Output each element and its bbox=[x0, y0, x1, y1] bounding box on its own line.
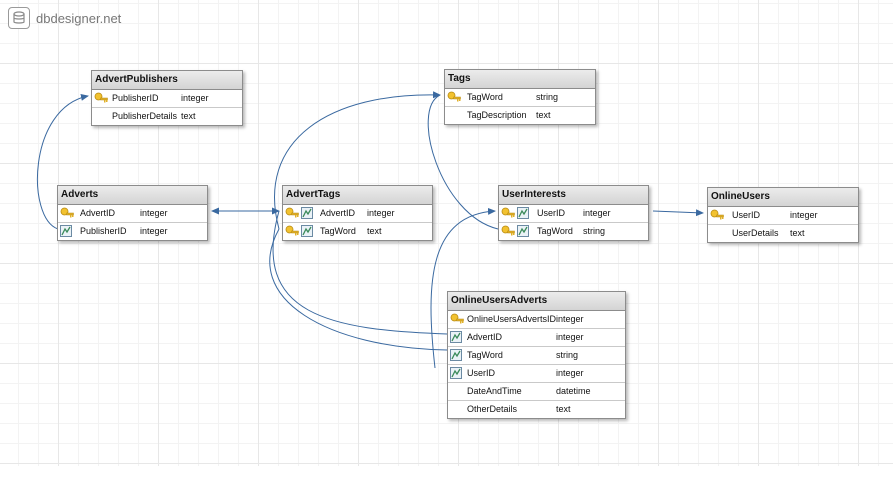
primary-key-icon bbox=[450, 313, 466, 326]
field-type: integer bbox=[367, 208, 395, 218]
field-row[interactable]: UserID integer bbox=[499, 205, 648, 223]
field-name: TagDescription bbox=[467, 110, 527, 120]
app-logo[interactable]: dbdesigner.net bbox=[8, 7, 121, 29]
field-type: string bbox=[583, 226, 606, 236]
table-onlineusers[interactable]: OnlineUsers UserID integer UserDetails t… bbox=[707, 187, 859, 243]
field-type: text bbox=[367, 226, 382, 236]
link-oua-userid bbox=[430, 207, 496, 369]
field-name: TagWord bbox=[537, 226, 573, 236]
database-icon bbox=[8, 7, 30, 29]
table-title: AdvertPublishers bbox=[92, 71, 242, 90]
primary-key-icon bbox=[501, 225, 517, 238]
field-row[interactable]: OtherDetails text bbox=[448, 401, 625, 418]
link-adverts-publisher bbox=[36, 93, 89, 230]
foreign-key-icon bbox=[60, 225, 74, 238]
table-title: OnlineUsersAdverts bbox=[448, 292, 625, 311]
field-name: TagWord bbox=[467, 350, 503, 360]
field-row[interactable]: PublisherID integer bbox=[92, 90, 242, 108]
field-row[interactable]: UserDetails text bbox=[708, 225, 858, 242]
field-row[interactable]: AdvertID integer bbox=[58, 205, 207, 223]
field-type: datetime bbox=[556, 386, 591, 396]
field-row[interactable]: AdvertID integer bbox=[283, 205, 432, 223]
table-title: AdvertTags bbox=[283, 186, 432, 205]
table-tags[interactable]: Tags TagWord string TagDescription text bbox=[444, 69, 596, 125]
field-type: integer bbox=[556, 314, 584, 324]
link-oua-tagword bbox=[269, 228, 448, 351]
foreign-key-icon bbox=[301, 225, 315, 238]
foreign-key-icon bbox=[517, 207, 531, 220]
link-userinterests-onlineusers bbox=[652, 209, 704, 217]
table-adverttags[interactable]: AdvertTags AdvertID integer TagWord text bbox=[282, 185, 433, 241]
primary-key-icon bbox=[285, 207, 301, 220]
field-row[interactable]: UserID integer bbox=[448, 365, 625, 383]
field-type: integer bbox=[181, 93, 209, 103]
table-adverts[interactable]: Adverts AdvertID integer PublisherID int… bbox=[57, 185, 208, 241]
field-name: UserID bbox=[732, 210, 761, 220]
field-name: TagWord bbox=[467, 92, 503, 102]
field-type: integer bbox=[583, 208, 611, 218]
primary-key-icon bbox=[501, 207, 517, 220]
field-row[interactable]: TagDescription text bbox=[445, 107, 595, 124]
field-type: text bbox=[556, 404, 571, 414]
foreign-key-icon bbox=[450, 349, 464, 362]
field-name: UserDetails bbox=[732, 228, 779, 238]
field-row[interactable]: PublisherDetails text bbox=[92, 108, 242, 125]
field-name: UserID bbox=[537, 208, 566, 218]
field-name: PublisherID bbox=[112, 93, 159, 103]
primary-key-icon bbox=[285, 225, 301, 238]
field-row[interactable]: TagWord text bbox=[283, 223, 432, 240]
field-type: string bbox=[556, 350, 579, 360]
field-name: OtherDetails bbox=[467, 404, 518, 414]
field-row[interactable]: PublisherID integer bbox=[58, 223, 207, 240]
foreign-key-icon bbox=[450, 331, 464, 344]
table-title: UserInterests bbox=[499, 186, 648, 205]
relationship-lines bbox=[36, 91, 704, 369]
field-name: OnlineUsersAdvertsID bbox=[467, 314, 556, 324]
field-type: text bbox=[181, 111, 196, 121]
field-name: UserID bbox=[467, 368, 496, 378]
table-userinterests[interactable]: UserInterests UserID integer TagWord str… bbox=[498, 185, 649, 241]
field-row[interactable]: UserID integer bbox=[708, 207, 858, 225]
app-name: dbdesigner.net bbox=[36, 10, 122, 26]
link-oua-advertid bbox=[272, 210, 448, 335]
field-name: AdvertID bbox=[467, 332, 503, 342]
field-type: integer bbox=[790, 210, 818, 220]
table-onlineusersadverts[interactable]: OnlineUsersAdverts OnlineUsersAdvertsID … bbox=[447, 291, 626, 419]
field-type: integer bbox=[140, 226, 168, 236]
status-strip bbox=[0, 466, 893, 480]
foreign-key-icon bbox=[450, 367, 464, 380]
foreign-key-icon bbox=[301, 207, 315, 220]
field-type: integer bbox=[140, 208, 168, 218]
link-tags-adverttags bbox=[274, 91, 441, 230]
field-row[interactable]: TagWord string bbox=[448, 347, 625, 365]
field-type: text bbox=[790, 228, 805, 238]
table-title: Tags bbox=[445, 70, 595, 89]
primary-key-icon bbox=[710, 209, 726, 222]
field-row[interactable]: TagWord string bbox=[499, 223, 648, 240]
foreign-key-icon bbox=[517, 225, 531, 238]
field-name: TagWord bbox=[320, 226, 356, 236]
link-userinterests-tags bbox=[427, 94, 499, 230]
field-type: integer bbox=[556, 332, 584, 342]
field-row[interactable]: OnlineUsersAdvertsID integer bbox=[448, 311, 625, 329]
field-row[interactable]: DateAndTime datetime bbox=[448, 383, 625, 401]
table-advertpublishers[interactable]: AdvertPublishers PublisherID integer Pub… bbox=[91, 70, 243, 126]
field-row[interactable]: TagWord string bbox=[445, 89, 595, 107]
field-row[interactable]: AdvertID integer bbox=[448, 329, 625, 347]
primary-key-icon bbox=[447, 91, 463, 104]
primary-key-icon bbox=[94, 92, 110, 105]
field-name: AdvertID bbox=[320, 208, 356, 218]
field-type: integer bbox=[556, 368, 584, 378]
primary-key-icon bbox=[60, 207, 76, 220]
field-name: PublisherDetails bbox=[112, 111, 178, 121]
table-title: OnlineUsers bbox=[708, 188, 858, 207]
table-title: Adverts bbox=[58, 186, 207, 205]
field-name: PublisherID bbox=[80, 226, 127, 236]
field-name: AdvertID bbox=[80, 208, 116, 218]
field-type: text bbox=[536, 110, 551, 120]
field-name: DateAndTime bbox=[467, 386, 522, 396]
field-type: string bbox=[536, 92, 559, 102]
